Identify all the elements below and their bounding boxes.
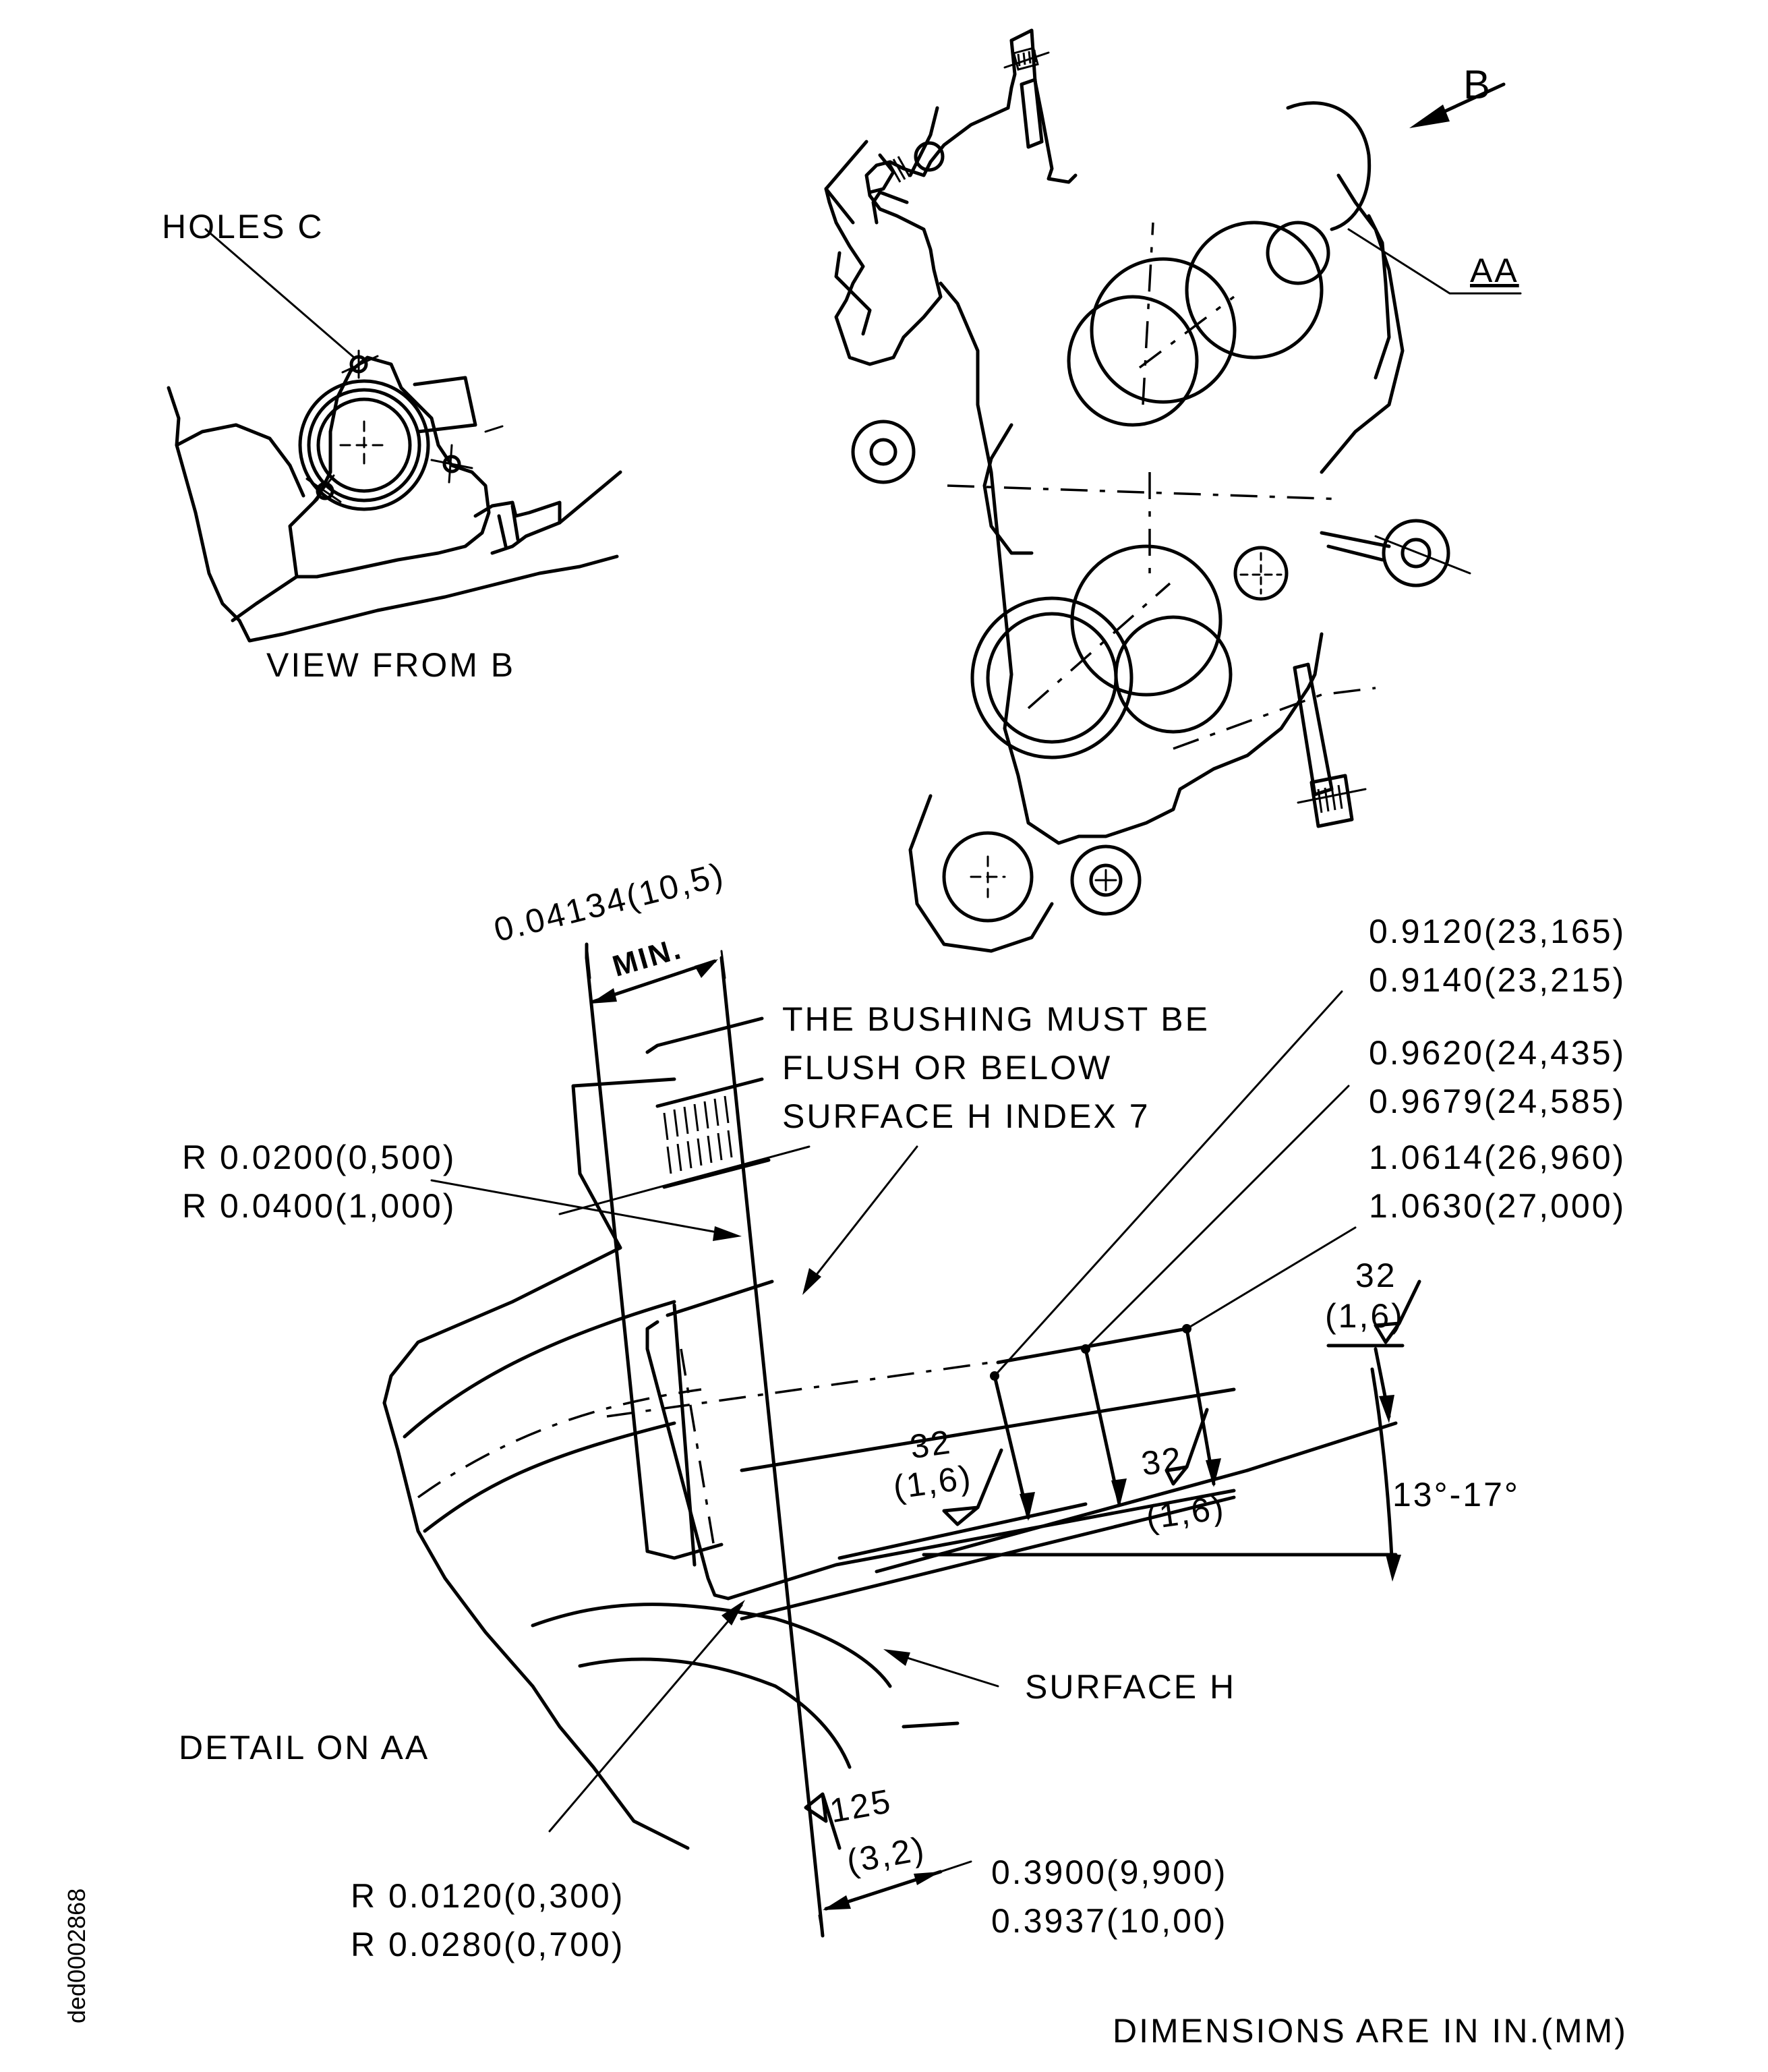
radius-max: R 0.0400(1,000) xyxy=(182,1187,456,1225)
finish-symbol-step xyxy=(1165,1408,1209,1486)
diameter-min: 1.0614(26,960) xyxy=(1369,1139,1626,1176)
document-id: ded0002868 xyxy=(63,1888,90,2023)
view-b-bore-mid xyxy=(307,388,421,502)
hole-c-3 xyxy=(305,474,342,507)
mounting-boss-lower-mid xyxy=(1070,844,1142,916)
view-b-bore-inner xyxy=(316,397,412,493)
finish-symbol-bore xyxy=(942,1448,1003,1526)
piston-upper-small xyxy=(1067,295,1199,427)
view-from-b-title: VIEW FROM B xyxy=(266,646,516,684)
detail-aa-drawing xyxy=(382,942,1421,1938)
angle-tolerance: 13°-17° xyxy=(1392,1476,1520,1514)
surface-h-label: SURFACE H xyxy=(1025,1668,1237,1706)
diameter-callout-2: 0.9620(24,435) 0.9679(24,585) xyxy=(1369,1029,1626,1126)
angle-dim-arc xyxy=(1370,1367,1394,1574)
diameter-min: 0.9120(23,165) xyxy=(1369,913,1626,950)
finish-symbol-face xyxy=(1326,1279,1421,1348)
aa-detail-circle xyxy=(1286,101,1372,231)
finish-face-ra: 32 xyxy=(1355,1257,1397,1294)
diameter-callout-3: 1.0614(26,960) 1.0630(27,000) xyxy=(1369,1133,1626,1230)
mounting-boss-lower-left xyxy=(942,831,1034,923)
diameter-min: 0.9620(24,435) xyxy=(1369,1034,1626,1072)
bottom-radius-callout: R 0.0120(0,300) R 0.0280(0,700) xyxy=(351,1872,624,1969)
piston-lower-large xyxy=(1070,544,1222,697)
hole-c-1 xyxy=(341,349,379,379)
mounting-boss-left xyxy=(851,420,916,484)
diameter-callout-1: 0.9120(23,165) 0.9140(23,215) xyxy=(1369,907,1626,1004)
caliper-body-outline xyxy=(824,106,1010,366)
top-radius-callout: R 0.0200(0,500) R 0.0400(1,000) xyxy=(182,1133,456,1230)
holes-c-leader xyxy=(204,228,355,359)
thickness-callout: 0.3900(9,900) 0.3937(10,00) xyxy=(991,1848,1227,1945)
thickness-min: 0.3900(9,900) xyxy=(991,1853,1228,1891)
diameter-max: 1.0630(27,000) xyxy=(1369,1187,1626,1225)
radius-min: R 0.0200(0,500) xyxy=(182,1139,456,1176)
view-b-flange-outline xyxy=(288,355,491,579)
hole-c-2 xyxy=(430,444,473,484)
piston-upper-large xyxy=(1090,257,1237,404)
diameter-max: 0.9679(24,585) xyxy=(1369,1083,1626,1120)
view-b-arrow-label: B xyxy=(1463,62,1493,107)
diameter-max: 0.9140(23,215) xyxy=(1369,961,1626,999)
dimensions-unit-note: DIMENSIONS ARE IN IN.(MM) xyxy=(1113,2012,1628,2050)
bushing-note-line: FLUSH OR BELOW xyxy=(782,1049,1113,1087)
view-from-b-sketch xyxy=(167,228,622,643)
finish-face-um: (1,6) xyxy=(1325,1297,1405,1335)
radius-max: R 0.0280(0,700) xyxy=(351,1926,625,1963)
bushing-note-line: SURFACE H INDEX 7 xyxy=(782,1097,1150,1135)
detail-aa-title: DETAIL ON AA xyxy=(179,1729,430,1766)
finish-symbol-surface-h xyxy=(804,1792,842,1850)
aa-leader xyxy=(1347,228,1522,295)
view-b-bore-outer xyxy=(298,379,430,511)
holes-c-label: HOLES C xyxy=(162,208,324,246)
finish-step-ra: 32 xyxy=(1139,1439,1185,1483)
aa-detail-callout: AA xyxy=(1470,252,1519,289)
bushing-note: THE BUSHING MUST BE FLUSH OR BELOW SURFA… xyxy=(782,995,1210,1141)
bushing-left-wall xyxy=(585,956,649,1553)
bushing-right-wall xyxy=(719,956,825,1938)
bushing-note-line: THE BUSHING MUST BE xyxy=(782,1000,1210,1038)
caliper-main-view xyxy=(824,28,1522,953)
mounting-boss-right xyxy=(1382,519,1450,587)
thickness-max: 0.3937(10,00) xyxy=(991,1902,1228,1940)
radius-min: R 0.0120(0,300) xyxy=(351,1877,625,1915)
